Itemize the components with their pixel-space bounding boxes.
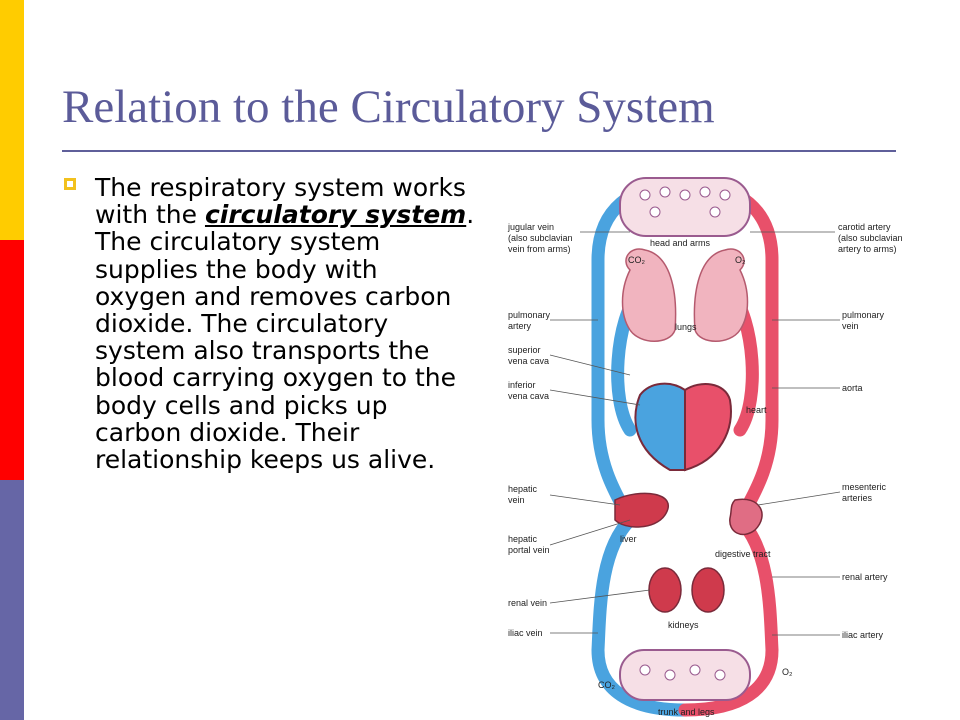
sidebar-stripe-blue [0,480,24,720]
capillary-bed-head [619,177,751,237]
label-hepatic-vein-1: hepatic [508,484,538,494]
capillary-cell [659,186,671,198]
label-pulmonary-artery-2: artery [508,321,532,331]
label-superior-vena-cava-1: superior [508,345,541,355]
capillary-cell [679,189,691,201]
digestive-tract [729,498,763,536]
label-jugular-vein: jugular vein [507,222,554,232]
paragraph-text-end: . The circulatory system supplies the bo… [95,200,475,475]
label-carotid-artery: carotid artery [838,222,891,232]
label-mesenteric-arteries-1: mesenteric [842,482,887,492]
label-carotid-artery-note1: (also subclavian [838,233,903,243]
leader-line [549,494,621,506]
label-hepatic-portal-vein-2: portal vein [508,545,550,555]
label-pulmonary-vein-1: pulmonary [842,310,885,320]
label-leader-lines [549,231,841,636]
label-trunk-and-legs: trunk and legs [658,707,715,717]
slide-title: Relation to the Circulatory System [62,81,715,133]
left-kidney [648,567,682,613]
label-hepatic-vein-2: vein [508,495,525,505]
sidebar-stripe-red [0,240,24,480]
capillary-cell [719,189,731,201]
capillary-cell [714,669,726,681]
label-superior-vena-cava-2: vena cava [508,356,549,366]
label-mesenteric-arteries-2: arteries [842,493,873,503]
heart [634,382,732,472]
label-o2-top: O₂ [735,255,746,265]
left-lung [621,248,677,342]
venous-loop-lower [591,513,692,717]
right-lung [693,248,749,342]
label-jugular-vein-note2: vein from arms) [508,244,571,254]
paragraph-text-start: The respiratory system works with the [95,173,466,230]
capillary-cell [639,664,651,676]
capillary-bed-head-area [619,177,751,237]
capillary-cell [709,206,721,218]
label-aorta: aorta [842,383,863,393]
label-kidneys: kidneys [668,620,699,630]
capillary-cell [699,186,711,198]
heart-left-side [684,383,732,472]
label-hepatic-portal-vein-1: hepatic [508,534,538,544]
leader-line [549,354,631,376]
bullet-square-icon [64,178,76,190]
label-lungs: lungs [675,322,697,332]
label-o2-bottom: O₂ [782,667,793,677]
label-jugular-vein-note1: (also subclavian [508,233,573,243]
right-kidney [691,567,725,613]
label-liver: liver [620,534,637,544]
capillary-cell [664,669,676,681]
circulatory-system-link[interactable]: circulatory system [204,200,467,230]
leader-line [549,589,651,604]
label-co2-bottom: CO₂ [598,680,616,690]
capillary-cell [689,664,701,676]
leader-line [549,389,641,406]
label-renal-artery: renal artery [842,572,888,582]
capillary-cell [639,189,651,201]
capillary-bed-legs [619,649,751,701]
label-carotid-artery-note2: artery to arms) [838,244,897,254]
sidebar-stripe-yellow [0,0,24,240]
capillary-bed-legs-area [619,649,751,701]
label-co2-top: CO₂ [628,255,646,265]
title-underline [62,150,896,152]
sidebar-accent [0,0,24,720]
label-pulmonary-vein-2: vein [842,321,859,331]
label-heart: heart [746,405,767,415]
label-inferior-vena-cava-1: inferior [508,380,536,390]
arterial-loop-lower [678,513,779,717]
label-iliac-vein: iliac vein [508,628,543,638]
bullet-paragraph: The respiratory system works with the ci… [95,174,475,473]
label-renal-vein: renal vein [508,598,547,608]
heart-right-side [634,382,686,471]
label-pulmonary-artery-1: pulmonary [508,310,551,320]
label-head-and-arms: head and arms [650,238,711,248]
label-digestive-tract: digestive tract [715,549,771,559]
liver [614,492,669,528]
leader-line [757,491,841,506]
leader-line [549,519,631,546]
label-inferior-vena-cava-2: vena cava [508,391,549,401]
capillary-cell [649,206,661,218]
label-iliac-artery: iliac artery [842,630,884,640]
circulatory-diagram: jugular vein (also subclavian vein from … [507,177,903,717]
